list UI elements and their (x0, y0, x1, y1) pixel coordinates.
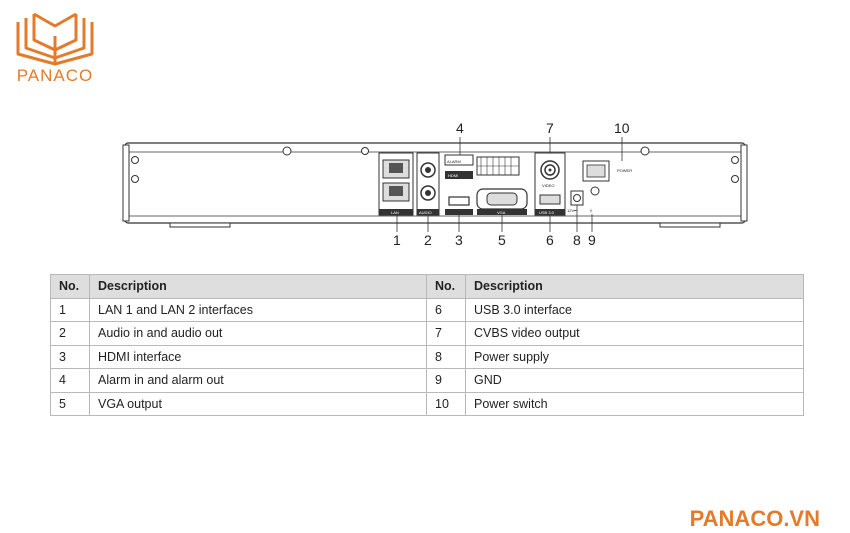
vga-port: VGA (476, 188, 528, 215)
cell-no: 6 (426, 297, 466, 322)
cell-description: Alarm in and alarm out (89, 368, 427, 393)
website-label: PANACO.VN (689, 506, 820, 531)
header-no: No. (426, 274, 466, 299)
usb-label: USB 3.0 (539, 210, 555, 215)
cell-description: LAN 1 and LAN 2 interfaces (89, 297, 427, 322)
video-label: VIDEO (542, 183, 554, 188)
header-description: Description (89, 274, 427, 299)
callout-6: 6 (546, 232, 554, 248)
foot-right (659, 222, 721, 228)
callout-10: 10 (614, 120, 630, 136)
cell-description: Audio in and audio out (89, 321, 427, 346)
foot-left (169, 222, 231, 228)
screw-icons (131, 146, 739, 183)
cell-description: GND (465, 368, 804, 393)
cell-no: 1 (50, 297, 90, 322)
cell-no: 4 (50, 368, 90, 393)
audio-label: AUDIO (419, 210, 432, 215)
table-row: 5 VGA output 10 Power switch (50, 391, 804, 416)
cell-description: Power supply (465, 344, 804, 369)
cell-no: 10 (426, 391, 466, 416)
audio-ports: AUDIO (416, 152, 440, 216)
table-row: 3 HDMI interface 8 Power supply (50, 344, 804, 369)
cell-description: CVBS video output (465, 321, 804, 346)
header-no: No. (50, 274, 90, 299)
callout-2: 2 (424, 232, 432, 248)
book-logo-icon (16, 12, 94, 66)
dc-label: 12V⎓ (567, 208, 578, 213)
lan-ports: LAN (378, 152, 414, 216)
hdmi-logo-label: HDMI (448, 173, 458, 178)
cell-no: 7 (426, 321, 466, 346)
callout-9: 9 (588, 232, 596, 248)
header-description: Description (465, 274, 804, 299)
alarm-label: ALARM (447, 159, 461, 164)
power-label: POWER (617, 168, 632, 173)
video-and-usb-ports: VIDEO USB 3.0 (534, 152, 566, 216)
callout-5: 5 (498, 232, 506, 248)
callout-8: 8 (573, 232, 581, 248)
port-description-table: No. Description No. Description 1 LAN 1 … (50, 274, 804, 416)
cell-description: USB 3.0 interface (465, 297, 804, 322)
power-supply-jack: 12V⎓ (567, 190, 584, 213)
lan-label: LAN (391, 210, 399, 215)
callout-3: 3 (455, 232, 463, 248)
cell-no: 5 (50, 391, 90, 416)
table-row: 1 LAN 1 and LAN 2 interfaces 6 USB 3.0 i… (50, 297, 804, 322)
cell-description: HDMI interface (89, 344, 427, 369)
vga-label: VGA (497, 210, 506, 215)
cell-no: 3 (50, 344, 90, 369)
table-row: 2 Audio in and audio out 7 CVBS video ou… (50, 321, 804, 346)
cell-description: Power switch (465, 391, 804, 416)
table-row: 4 Alarm in and alarm out 9 GND (50, 368, 804, 393)
callout-7: 7 (546, 120, 554, 136)
brand-logo: PANACO (10, 10, 100, 90)
nvr-rear-panel-diagram: LAN AUDIO ALARM HDMI VGA (122, 120, 748, 248)
table-header-row: No. Description No. Description (50, 274, 804, 299)
power-switch: POWER (582, 160, 632, 196)
cell-description: VGA output (89, 391, 427, 416)
callout-leader-lines (396, 137, 623, 232)
cell-no: 2 (50, 321, 90, 346)
cell-no: 9 (426, 368, 466, 393)
cell-no: 8 (426, 344, 466, 369)
callout-4: 4 (456, 120, 464, 136)
ground-icon: ⏚ (589, 207, 593, 213)
logo-text: PANACO (16, 66, 94, 85)
callout-1: 1 (393, 232, 401, 248)
